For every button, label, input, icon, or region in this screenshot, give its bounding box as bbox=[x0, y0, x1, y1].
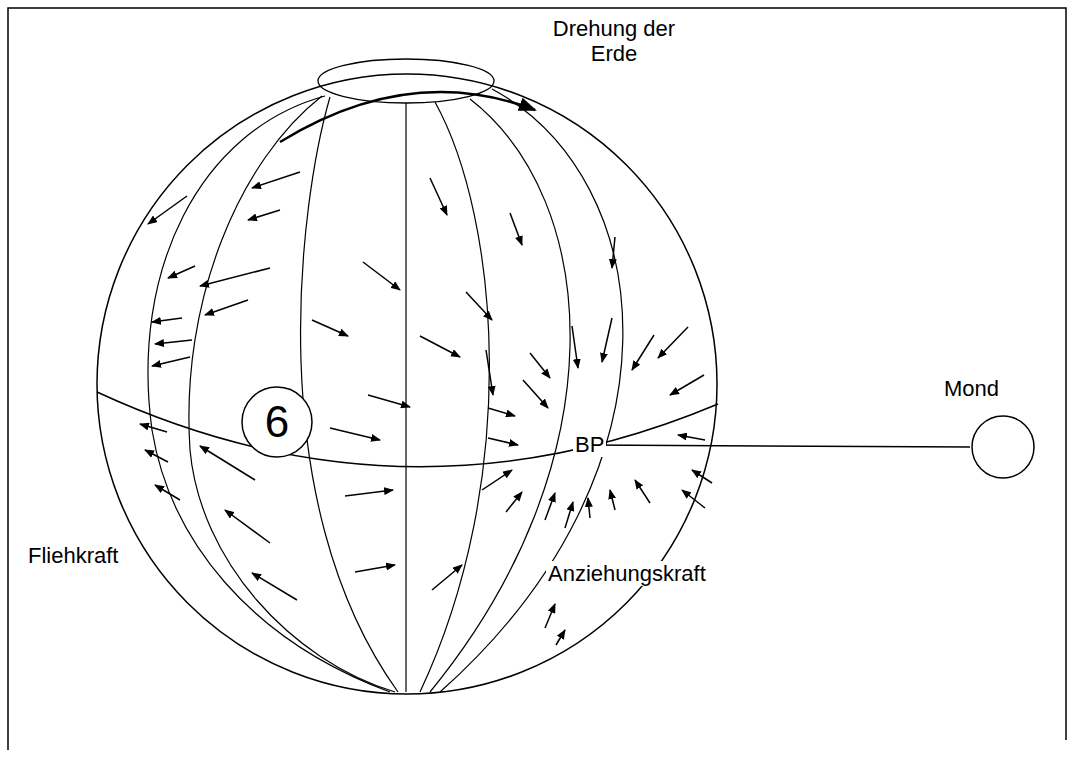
force-arrow bbox=[523, 380, 548, 408]
force-arrow bbox=[488, 408, 515, 416]
force-arrow bbox=[602, 318, 612, 362]
force-arrow bbox=[200, 268, 270, 286]
force-label: Anziehungskraft bbox=[546, 561, 708, 586]
force-arrow bbox=[430, 178, 447, 215]
force-arrow bbox=[252, 172, 300, 188]
force-arrow bbox=[482, 470, 512, 490]
force-arrow bbox=[152, 357, 190, 366]
force-arrow bbox=[610, 490, 615, 510]
force-arrow bbox=[486, 350, 493, 395]
force-arrow bbox=[155, 340, 192, 344]
force-arrow bbox=[565, 502, 573, 528]
force-arrow bbox=[248, 210, 280, 220]
force-arrow bbox=[145, 450, 168, 462]
moon: Mond bbox=[944, 376, 1038, 482]
earth-outline bbox=[97, 74, 717, 694]
force-arrow bbox=[556, 630, 565, 645]
moon-label: Mond bbox=[944, 376, 999, 401]
force-arrow bbox=[345, 490, 393, 496]
callout-number: 6 bbox=[240, 385, 314, 459]
force-arrow bbox=[635, 480, 650, 503]
force-arrow bbox=[682, 490, 705, 508]
force-arrow bbox=[506, 492, 522, 512]
force-arrow bbox=[140, 424, 167, 432]
force-arrow bbox=[658, 327, 688, 358]
force-arrow bbox=[200, 446, 255, 480]
caption-label: Drehung der Erde bbox=[548, 16, 680, 67]
moon-pull-line bbox=[587, 445, 970, 447]
force-arrow bbox=[612, 237, 615, 268]
force-arrow bbox=[572, 326, 578, 368]
force-arrow bbox=[152, 318, 182, 322]
force-arrow bbox=[148, 196, 187, 224]
force-arrow bbox=[466, 292, 492, 320]
polar-cap bbox=[318, 59, 494, 103]
force-arrow bbox=[168, 266, 195, 278]
meridians bbox=[148, 89, 623, 692]
force-arrow bbox=[420, 336, 460, 357]
force-arrow bbox=[670, 375, 704, 395]
force-arrow bbox=[692, 470, 712, 483]
force-arrow bbox=[545, 493, 555, 520]
rotation-arrow bbox=[280, 92, 535, 142]
force-arrow bbox=[225, 510, 270, 543]
force-arrow bbox=[252, 573, 297, 600]
force-arrow bbox=[363, 262, 400, 290]
force-arrow bbox=[368, 395, 410, 407]
force-arrow bbox=[355, 565, 395, 572]
force-arrows bbox=[140, 172, 712, 645]
frame bbox=[8, 8, 1066, 750]
force-arrow bbox=[510, 213, 522, 245]
force-arrow bbox=[545, 604, 555, 628]
point-label: BP bbox=[573, 432, 606, 457]
force-label: Fliehkraft bbox=[26, 543, 120, 568]
force-arrow bbox=[330, 428, 380, 440]
equator bbox=[97, 392, 718, 467]
callout-circle: 6 bbox=[240, 385, 314, 459]
force-arrow bbox=[632, 335, 654, 370]
force-arrow bbox=[432, 565, 462, 590]
force-arrow bbox=[488, 438, 518, 445]
force-arrow bbox=[588, 498, 590, 518]
force-arrow bbox=[678, 435, 705, 440]
force-arrow bbox=[205, 300, 248, 315]
force-arrow bbox=[530, 353, 550, 378]
force-arrow bbox=[312, 320, 348, 336]
force-arrow bbox=[155, 485, 180, 500]
